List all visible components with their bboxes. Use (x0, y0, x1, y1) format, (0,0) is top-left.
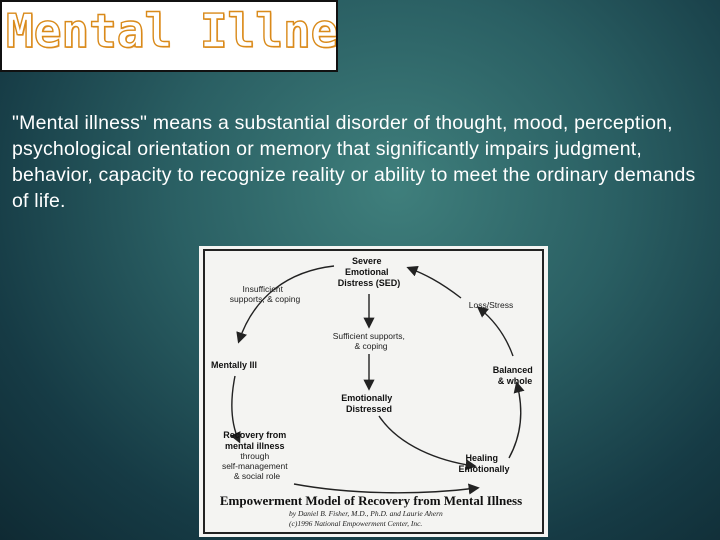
arrow-distressed-to-healing (378, 415, 477, 471)
figure-credit-authors: by Daniel B. Fisher, M.D., Ph.D. and Lau… (289, 509, 443, 518)
node-insufficient: Insufficient supports, & coping (230, 279, 301, 304)
slide-title: Mental Illness (5, 3, 338, 58)
figure-credit-copyright: (c)1996 National Empowerment Center, Inc… (289, 519, 422, 528)
arrow-recovery-to-healing (293, 483, 480, 495)
figure-caption: Empowerment Model of Recovery from Menta… (220, 493, 522, 508)
arrow-loss-to-sed (406, 265, 462, 299)
definition-text: "Mental illness" means a substantial dis… (12, 112, 696, 212)
node-recovery: Recovery from mental illness through sel… (222, 425, 292, 481)
arrow-balanced-to-loss (476, 306, 514, 357)
arrow-mentally-ill-to-recovery (230, 375, 241, 444)
node-balanced: Balanced & whole (493, 360, 537, 386)
arrow-sed-to-mentally-ill (236, 265, 335, 344)
title-box: Mental Illness (0, 0, 338, 72)
node-healing: Healing Emotionally (458, 448, 509, 474)
node-sufficient: Sufficient supports, & coping (333, 326, 410, 351)
empowerment-model-figure: Severe Emotional Distress (SED) Insuffic… (199, 246, 548, 537)
arrow-healing-to-balanced (508, 381, 525, 459)
node-distressed: Emotionally Distressed (341, 388, 396, 414)
node-loss: Loss/Stress (469, 300, 513, 310)
cycle-diagram: Severe Emotional Distress (SED) Insuffic… (203, 249, 544, 534)
node-mentally-ill: Mentally Ill (211, 360, 257, 370)
node-sed: Severe Emotional Distress (SED) (338, 251, 401, 288)
figure-border (203, 249, 544, 534)
